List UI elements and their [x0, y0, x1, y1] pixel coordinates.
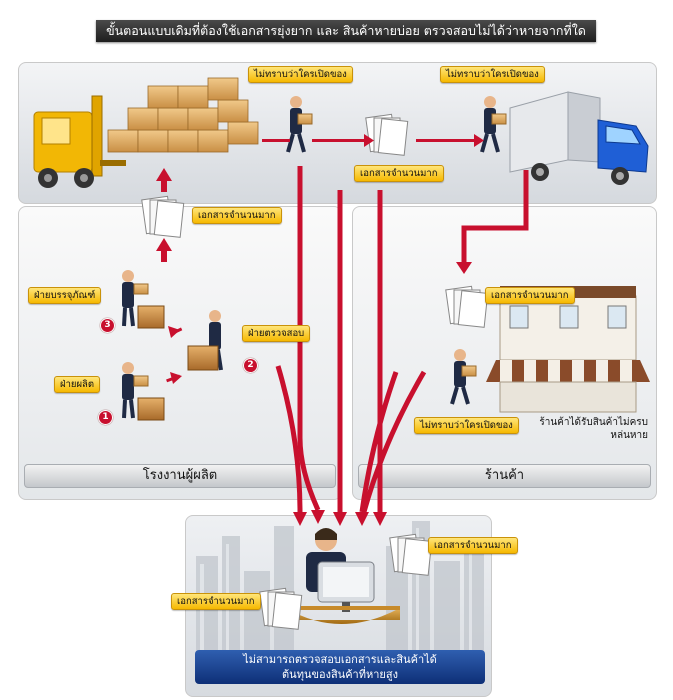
production-dept-label: ฝ่ายผลิต: [54, 376, 101, 393]
box-stack-icon: [107, 77, 259, 153]
unknown-opener-label-1: ไม่ทราบว่าใครเปิดของ: [248, 66, 353, 83]
flow-arrow-to-office: [275, 166, 529, 513]
conclusion-banner: ไม่สามารถตรวจสอบเอกสารและสินค้าได้ ต้นทุ…: [195, 650, 485, 684]
many-documents-label-office-right: เอกสารจำนวนมาก: [428, 537, 518, 554]
unknown-opener-label-2: ไม่ทราบว่าใครเปิดของ: [440, 66, 545, 83]
delivery-truck-icon: [509, 91, 649, 185]
store-note-line-2: หล่นหาย: [610, 430, 648, 441]
documents-office-right-icon: [389, 533, 433, 576]
store-section-label: ร้านค้า: [358, 464, 651, 488]
forklift-icon: [33, 95, 126, 188]
flow-arrowheads: [293, 262, 472, 526]
conclusion-line-2: ต้นทุนของสินค้าที่หายสูง: [282, 668, 398, 681]
desk-top-icon: [286, 606, 400, 610]
flow-arrow-factory-small: [166, 326, 183, 384]
office-desk-icon: [286, 608, 400, 624]
inspection-dept-label: ฝ่ายตรวจสอบ: [242, 325, 311, 342]
computer-monitor-icon: [317, 561, 375, 612]
crate-inspection-icon: [187, 345, 219, 371]
documents-store-icon: [445, 285, 489, 328]
store-building-icon: [486, 286, 650, 413]
worker-packaging-icon: [122, 270, 149, 327]
step-1-badge: 1: [98, 410, 113, 425]
step-3-badge: 3: [100, 318, 115, 333]
worker-production-icon: [122, 362, 149, 419]
worker-top-2-icon: [480, 96, 507, 153]
many-documents-label-factory: เอกสารจำนวนมาก: [192, 207, 282, 224]
flow-arrow-factory-up: [156, 168, 172, 262]
many-documents-label-office-left: เอกสารจำนวนมาก: [171, 593, 261, 610]
unknown-opener-label-3: ไม่ทราบว่าใครเปิดของ: [414, 417, 519, 434]
documents-office-left-icon: [259, 587, 303, 630]
factory-section-label: โรงงานผู้ผลิต: [24, 464, 336, 488]
step-2-badge: 2: [243, 358, 258, 373]
store-missing-goods-note: ร้านค้าได้รับสินค้าไม่ครบ หล่นหาย: [500, 416, 648, 442]
flow-arrow-top: [262, 134, 484, 147]
worker-top-1-icon: [286, 96, 313, 153]
documents-factory-icon: [141, 195, 185, 238]
crate-production-icon: [137, 397, 165, 421]
documents-top-icon: [365, 113, 409, 156]
store-note-line-1: ร้านค้าได้รับสินค้าไม่ครบ: [539, 417, 648, 428]
many-documents-label-top: เอกสารจำนวนมาก: [354, 165, 444, 182]
worker-store-icon: [450, 349, 477, 405]
diagram-title: ขั้นตอนแบบเดิมที่ต้องใช้เอกสารยุ่งยาก แล…: [96, 20, 596, 42]
crate-packaging-icon: [137, 305, 165, 329]
packaging-dept-label: ฝ่ายบรรจุภัณฑ์: [28, 287, 102, 304]
conclusion-line-1: ไม่สามารถตรวจสอบเอกสารและสินค้าได้: [243, 653, 437, 666]
many-documents-label-store: เอกสารจำนวนมาก: [485, 287, 575, 304]
